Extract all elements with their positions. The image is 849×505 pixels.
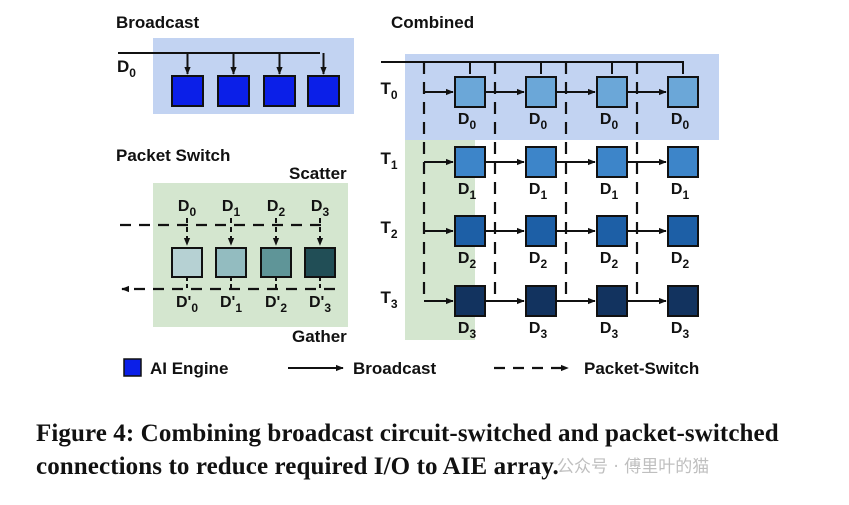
packet-switch-tile (215, 247, 247, 278)
legend-broadcast-label: Broadcast (353, 359, 436, 378)
combined-tile (525, 215, 557, 247)
legend-ai-engine-label: AI Engine (150, 359, 228, 378)
combined-tile (667, 76, 699, 108)
gather-label: Gather (292, 327, 347, 346)
gather-output-label: D'0 (176, 294, 198, 315)
diagram-figure: Broadcast D0 Packet Switch Scatter Gathe… (116, 13, 719, 378)
broadcast-tiles (171, 53, 340, 107)
tile-data-label: D1 (529, 181, 548, 202)
combined-tile (667, 285, 699, 317)
legend: AI Engine Broadcast Packet-Switch (123, 358, 699, 378)
combined-tile (667, 215, 699, 247)
combined-tile (596, 146, 628, 178)
tile-data-label: D2 (529, 250, 548, 271)
combined-tile (454, 146, 486, 178)
packet-switch-items: D0D'0 D1D'1 D2D'2 D3D'3 (171, 198, 336, 315)
tile-data-label: D1 (600, 181, 619, 202)
gather-output-label: D'2 (265, 294, 287, 315)
combined-tile (525, 76, 557, 108)
legend-packet-switch-label: Packet-Switch (584, 359, 699, 378)
tile-data-label: D3 (600, 320, 619, 341)
tile-data-label: D2 (458, 250, 477, 271)
tile-data-label: D0 (600, 111, 619, 132)
combined-tile (454, 215, 486, 247)
tile-data-label: D1 (671, 181, 690, 202)
tile-data-label: D0 (529, 111, 548, 132)
scatter-input-label: D0 (178, 198, 197, 219)
tile-data-label: D3 (458, 320, 477, 341)
broadcast-title: Broadcast (116, 13, 199, 32)
broadcast-panel: Broadcast D0 (116, 13, 354, 114)
packet-switch-tile (260, 247, 292, 278)
tile-data-label: D0 (671, 111, 690, 132)
packet-switch-tile (171, 247, 203, 278)
row-time-label: T3 (380, 288, 397, 311)
tile-data-label: D2 (600, 250, 619, 271)
combined-tile (454, 285, 486, 317)
scatter-label: Scatter (289, 164, 347, 183)
gather-output-label: D'1 (220, 294, 242, 315)
ai-engine-tile (171, 75, 204, 107)
broadcast-input-label: D0 (117, 57, 136, 80)
combined-title: Combined (391, 13, 474, 32)
packet-switch-panel: Packet Switch Scatter Gather D0D'0D1D'1D… (116, 146, 348, 346)
combined-tile (667, 146, 699, 178)
combined-tile (596, 285, 628, 317)
tile-data-label: D0 (458, 111, 477, 132)
tile-data-label: D2 (671, 250, 690, 271)
gather-output-label: D'3 (309, 294, 331, 315)
combined-tile (525, 285, 557, 317)
tile-data-label: D3 (529, 320, 548, 341)
tile-data-label: D3 (671, 320, 690, 341)
row-time-label: T2 (380, 218, 397, 241)
combined-tile (454, 76, 486, 108)
scatter-input-label: D3 (311, 198, 330, 219)
watermark: 公众号 · 傅里叶的猫 (557, 457, 710, 477)
tile-data-label: D1 (458, 181, 477, 202)
ai-engine-tile (263, 75, 296, 107)
combined-tile (596, 76, 628, 108)
packet-switch-tile (304, 247, 336, 278)
ai-engine-tile (217, 75, 250, 107)
figure-caption: Figure 4: Combining broadcast circuit-sw… (36, 420, 779, 480)
row-time-label: T0 (380, 79, 397, 102)
scatter-input-label: D1 (222, 198, 241, 219)
combined-tile (525, 146, 557, 178)
legend-ai-engine-swatch (123, 358, 142, 377)
scatter-input-label: D2 (267, 198, 286, 219)
ai-engine-tile (307, 75, 340, 107)
packet-switch-title: Packet Switch (116, 146, 230, 165)
row-time-label: T1 (380, 149, 397, 172)
combined-tile (596, 215, 628, 247)
